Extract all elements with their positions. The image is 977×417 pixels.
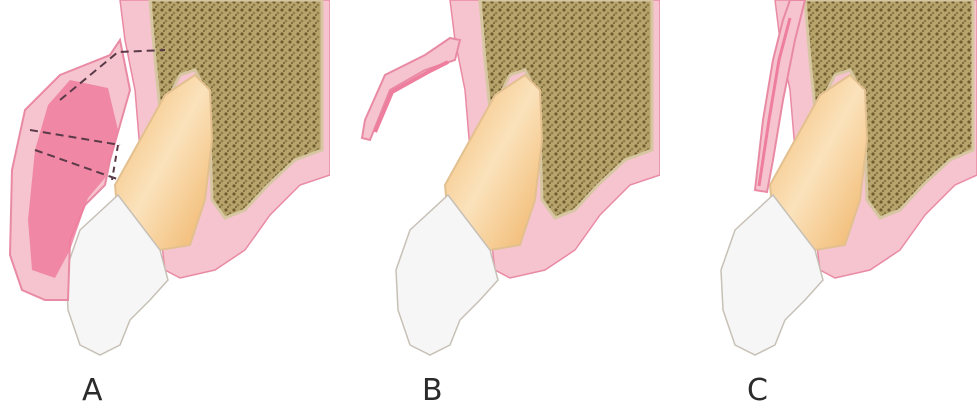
panel-b-illustration [330,0,660,417]
panel-c-illustration [655,0,977,417]
panel-c-label: C [747,376,768,406]
panel-b-label: B [422,376,443,406]
panel-a-illustration [0,0,330,417]
panel-a-label: A [82,376,103,406]
panel-b: B [330,0,660,417]
panel-a: A [0,0,330,417]
panel-c: C [655,0,977,417]
